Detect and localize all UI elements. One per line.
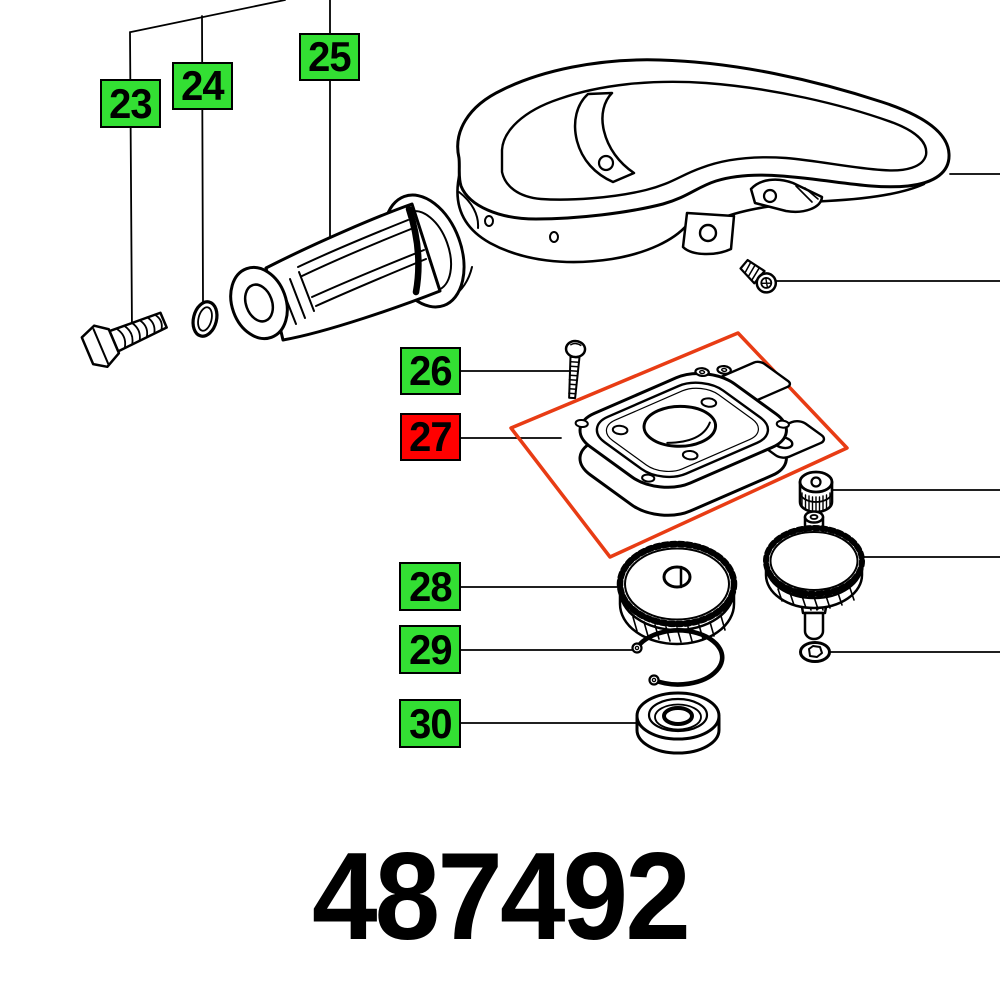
handle-frame-drawing <box>456 58 951 264</box>
part-callout-24[interactable]: 24 <box>172 62 233 110</box>
callout-number: 26 <box>409 347 452 394</box>
part-callout-26[interactable]: 26 <box>400 347 461 395</box>
sleeve-drawing <box>798 470 834 514</box>
order-number: 487492 <box>312 828 691 966</box>
part-callout-25[interactable]: 25 <box>299 33 360 81</box>
selection-marker <box>509 331 849 559</box>
part-callout-27-selected[interactable]: 27 <box>400 413 461 461</box>
callout-number: 23 <box>109 79 152 127</box>
callout-number: 25 <box>308 33 351 80</box>
callout-number: 28 <box>408 562 452 610</box>
circlip-drawing <box>631 628 725 687</box>
part-callout-23[interactable]: 23 <box>100 79 161 128</box>
callout-number: 29 <box>408 625 452 673</box>
washer-drawing <box>799 641 831 663</box>
part-callout-29[interactable]: 29 <box>399 625 461 674</box>
screw-drawing <box>564 339 587 400</box>
callout-number: 24 <box>181 62 224 109</box>
part-callout-30[interactable]: 30 <box>399 699 461 748</box>
bearing-drawing <box>635 691 721 755</box>
gear-cover-drawing <box>539 349 864 525</box>
callout-number: 30 <box>408 699 452 747</box>
bolt-drawing <box>80 311 168 369</box>
handgrip-drawing <box>229 191 480 342</box>
callout-number: 27 <box>409 413 452 460</box>
pinion-gear-drawing <box>763 510 865 641</box>
gear-drawing <box>616 540 738 646</box>
ring-drawing <box>191 300 219 338</box>
frame-screw-drawing <box>739 258 778 294</box>
part-callout-28[interactable]: 28 <box>399 562 461 611</box>
